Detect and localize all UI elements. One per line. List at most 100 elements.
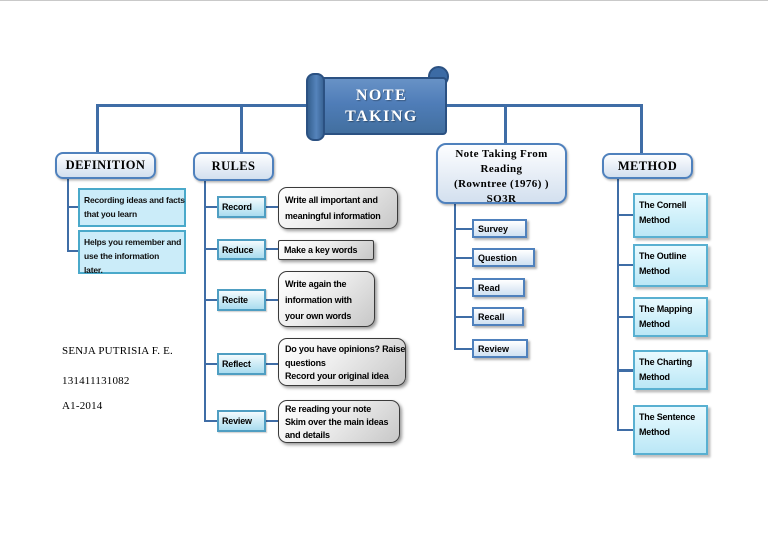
rules-desc-reduce-line-1: Make a key words — [284, 245, 358, 255]
connector-kw-desc-2 — [264, 248, 278, 250]
sq3r-step-question-label: Question — [478, 252, 518, 263]
connector-definition-stub-1 — [67, 206, 78, 208]
branch-definition: DEFINITION — [55, 152, 156, 179]
definition-item-2-line-1: Helps you remember and — [84, 237, 182, 247]
connector-kw-desc-3 — [264, 299, 278, 301]
sq3r-step-question: Question — [472, 248, 535, 267]
rules-desc-recite-line-1: Write again the — [285, 279, 347, 289]
definition-label: DEFINITION — [65, 158, 146, 172]
branch-note-taking-from-reading: Note Taking From Reading (Rowntree (1976… — [436, 143, 567, 204]
rules-desc-recite-line-2: information with — [285, 295, 352, 305]
sq3r-title-line-2: Reading — [480, 163, 523, 175]
connector-kw-desc-1 — [264, 206, 278, 208]
connector-kw-desc-5 — [264, 420, 278, 422]
rules-keyword-reduce-label: Reduce — [222, 244, 254, 255]
rules-label: RULES — [211, 159, 256, 173]
definition-item-1-line-1: Recording ideas and facts — [84, 195, 185, 205]
definition-item-2-line-3: later. — [84, 265, 103, 275]
connector-rules-stub-3 — [204, 299, 217, 301]
method-item-mapping: The Mapping Method — [633, 297, 708, 337]
connector-method-vline — [617, 179, 619, 431]
rules-keyword-review: Review — [217, 410, 266, 432]
method-item-cornell-line-2: Method — [639, 215, 670, 225]
connector-sq3r-stub-2 — [454, 257, 472, 259]
method-item-mapping-line-1: The Mapping — [639, 304, 693, 314]
method-item-sentence-line-2: Method — [639, 427, 670, 437]
rules-keyword-reduce: Reduce — [217, 239, 266, 260]
sq3r-step-survey: Survey — [472, 219, 527, 238]
definition-item-1-line-2: that you learn — [84, 209, 137, 219]
sq3r-step-read: Read — [472, 278, 525, 297]
method-item-sentence-line-1: The Sentence — [639, 412, 696, 422]
connector-method-stub-4 — [617, 369, 633, 372]
rules-desc-recite: Write again the information with your ow… — [278, 271, 375, 327]
sq3r-step-review: Review — [472, 339, 528, 358]
rules-desc-reflect: Do you have opinions? Raise questions Re… — [278, 338, 406, 386]
connector-definition-vline — [67, 179, 69, 252]
method-item-charting: The Charting Method — [633, 350, 708, 390]
method-item-cornell: The Cornell Method — [633, 193, 708, 238]
rules-keyword-reflect-label: Reflect — [222, 359, 251, 369]
method-item-sentence: The Sentence Method — [633, 405, 708, 455]
definition-item-1: Recording ideas and facts that you learn — [78, 188, 186, 227]
method-item-outline-line-1: The Outline — [639, 251, 687, 261]
rules-desc-review-line-3: and details — [285, 430, 330, 440]
sq3r-step-read-label: Read — [478, 282, 501, 293]
student-id: 131411131082 — [62, 375, 130, 387]
rules-keyword-review-label: Review — [222, 416, 252, 426]
rules-keyword-recite-label: Recite — [222, 295, 248, 305]
rules-desc-reduce: Make a key words — [278, 240, 374, 260]
connector-sq3r-stub-4 — [454, 316, 472, 318]
connector-method-stub-3 — [617, 316, 633, 318]
connector-rules-stub-1 — [204, 206, 217, 208]
rules-desc-reflect-line-2: questions — [285, 357, 326, 368]
rules-desc-review-line-1: Re reading your note — [285, 404, 372, 414]
sq3r-step-survey-label: Survey — [478, 223, 509, 234]
rules-desc-recite-line-3: your own words — [285, 311, 352, 321]
method-item-cornell-line-1: The Cornell — [639, 200, 687, 210]
class-year: A1-2014 — [62, 400, 103, 412]
connector-method-stub-5 — [617, 429, 633, 431]
connector-kw-desc-4 — [264, 363, 278, 365]
rules-desc-reflect-line-1: Do you have opinions? Raise — [285, 344, 406, 354]
sq3r-title-line-4-clipped: SQ3R — [486, 193, 517, 204]
author-name: SENJA PUTRISIA F. E. — [62, 345, 174, 357]
method-label: METHOD — [617, 158, 678, 173]
rules-keyword-record-label: Record — [222, 202, 252, 212]
rules-desc-review: Re reading your note Skim over the main … — [278, 400, 400, 443]
rules-desc-review-line-2: Skim over the main ideas — [285, 417, 389, 427]
title-line-1: NOTE — [355, 87, 408, 104]
connector-sq3r-vline — [454, 204, 456, 349]
connector-method-stub-2 — [617, 264, 633, 266]
note-taking-banner: NOTE TAKING — [316, 77, 447, 135]
connector-sq3r-stub-5 — [454, 348, 472, 350]
sq3r-step-recall: Recall — [472, 307, 524, 326]
connector-drop-sq3r — [504, 104, 507, 144]
rules-keyword-reflect: Reflect — [217, 353, 266, 375]
connector-rules-stub-5 — [204, 420, 217, 422]
rules-desc-record: Write all important and meaningful infor… — [278, 187, 398, 229]
sq3r-step-recall-label: Recall — [478, 311, 505, 322]
method-item-charting-line-2: Method — [639, 372, 670, 382]
rules-keyword-recite: Recite — [217, 289, 266, 311]
method-item-outline: The Outline Method — [633, 244, 708, 287]
sq3r-title-line-3: (Rowntree (1976) ) — [454, 178, 549, 190]
connector-rules-stub-4 — [204, 363, 217, 365]
connector-rules-vline — [204, 181, 206, 422]
sq3r-step-review-label: Review — [478, 343, 510, 354]
definition-item-2: Helps you remember and use the informati… — [78, 230, 186, 275]
rules-desc-record-line-1: Write all important and — [285, 195, 378, 205]
rules-desc-record-line-2: meaningful information — [285, 211, 381, 221]
sq3r-title-line-1: Note Taking From — [455, 148, 548, 160]
branch-rules: RULES — [193, 152, 274, 181]
method-item-outline-line-2: Method — [639, 266, 670, 276]
definition-item-2-line-2: use the information — [84, 251, 160, 261]
connector-definition-stub-2 — [67, 250, 78, 252]
connector-drop-rules — [240, 104, 243, 153]
scroll-roll-decoration — [306, 73, 325, 141]
connector-sq3r-stub-1 — [454, 228, 472, 230]
method-item-mapping-line-2: Method — [639, 319, 670, 329]
rules-desc-reflect-line-3: Record your original idea — [285, 371, 389, 381]
rules-keyword-record: Record — [217, 196, 266, 218]
